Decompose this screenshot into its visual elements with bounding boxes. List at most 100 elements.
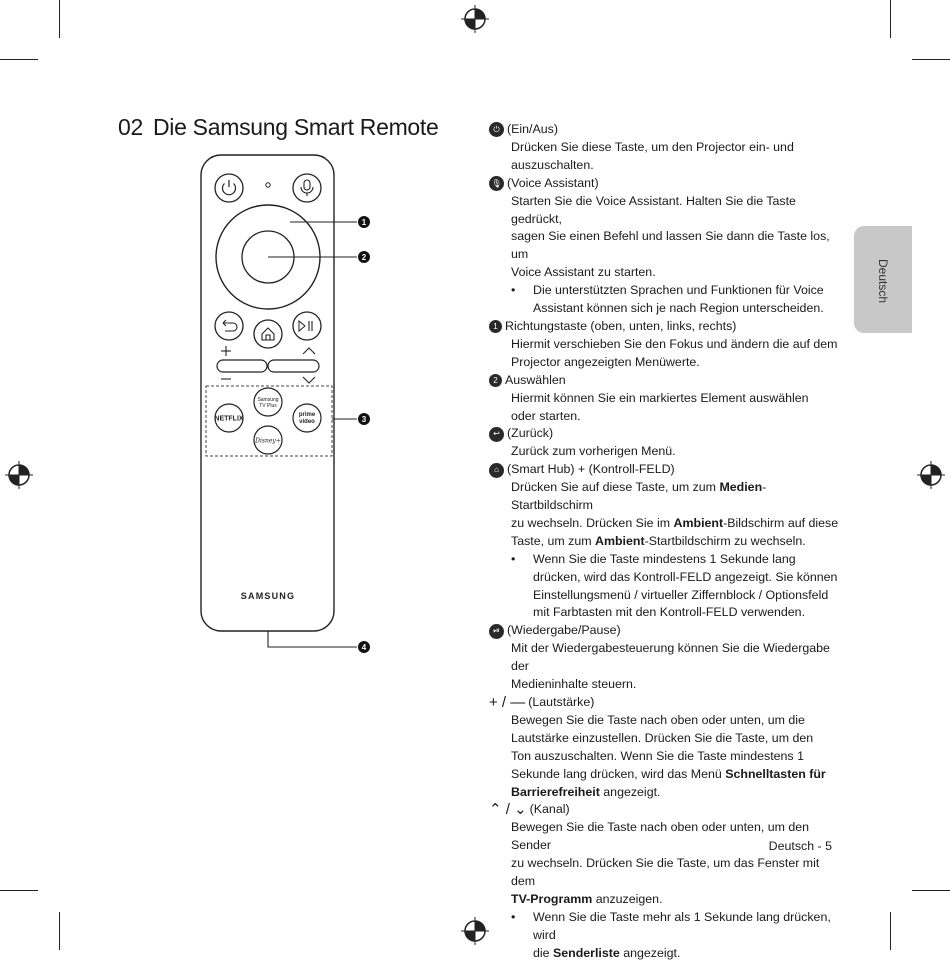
text-line: Bewegen Sie die Taste nach oben oder unt… <box>511 820 810 853</box>
registration-mark-icon <box>5 461 33 489</box>
text-line: Hiermit können Sie ein markiertes Elemen… <box>511 390 809 405</box>
item-volume: + / —(Lautstärke) Bewegen Sie die Taste … <box>489 694 839 801</box>
prime-video-label-2: video <box>299 419 315 425</box>
text-line: Projector angezeigten Menüwerte. <box>511 354 700 369</box>
netflix-label: NETFLIX <box>214 416 243 423</box>
item-power: ⏻(Ein/Aus) Drücken Sie diese Taste, um d… <box>489 121 839 175</box>
text-line: zu wechseln. Drücken Sie im Ambient-Bild… <box>511 515 839 533</box>
item-label: (Voice Assistant) <box>507 175 599 190</box>
text-span: -Startbildschirm zu wechseln. <box>644 533 806 548</box>
return-icon: ↩ <box>489 426 504 442</box>
bullet-note: • Wenn Sie die Taste mindestens 1 Sekund… <box>489 551 839 623</box>
text-line: oder starten. <box>511 408 581 423</box>
text-line: Drücken Sie diese Taste, um den Projecto… <box>511 139 794 154</box>
text-line: drücken, wird das Kontroll-FELD angezeig… <box>533 569 838 584</box>
text-span: Drücken Sie auf diese Taste, um zum <box>511 480 720 495</box>
channel-up-down-icon: ⌃ / ⌄ <box>489 801 527 819</box>
item-label: (Kanal) <box>529 802 570 817</box>
keyword: Schnelltasten für <box>725 766 826 781</box>
callout-2: 2 <box>362 253 367 262</box>
text-line: Drücken Sie auf diese Taste, um zum Medi… <box>511 479 839 515</box>
text-line: Voice Assistant zu starten. <box>511 265 656 280</box>
text-line: Barrierefreiheit angezeigt. <box>511 784 839 802</box>
text-line: Mit der Wiedergabesteuerung können Sie d… <box>511 641 830 674</box>
text-span: angezeigt. <box>599 784 661 799</box>
remote-power-button <box>214 173 244 203</box>
language-tab-label: Deutsch <box>876 259 890 304</box>
crop-mark <box>890 912 891 950</box>
registration-mark-icon <box>461 917 489 945</box>
remote-playpause-button <box>292 311 322 341</box>
item-description: Bewegen Sie die Taste nach oben oder unt… <box>489 712 839 802</box>
crop-mark <box>59 912 60 950</box>
text-line: mit Farbtasten mit den Kontroll-FELD ver… <box>533 605 806 620</box>
samsung-tv-plus-label-2: TV Plus <box>259 403 277 409</box>
item-label: (Ein/Aus) <box>507 122 558 136</box>
item-voice-assistant: 🎙(Voice Assistant) Starten Sie die Voice… <box>489 175 839 318</box>
page-footer: Deutsch - 5 <box>768 839 832 853</box>
remote-volume-rocker <box>216 359 268 373</box>
item-back: ↩(Zurück) Zurück zum vorherigen Menü. <box>489 425 839 461</box>
bullet-note: • Die unterstützten Sprachen und Funktio… <box>489 282 839 318</box>
item-play-pause: ⏯(Wiedergabe/Pause) Mit der Wiedergabest… <box>489 622 839 694</box>
text-span: zu wechseln. Drücken Sie im <box>511 515 674 530</box>
text-line: Wenn Sie die Taste mehr als 1 Sekunde la… <box>533 909 831 942</box>
callout-badge <box>358 641 370 653</box>
text-span: die <box>533 945 553 960</box>
section-title: Die Samsung Smart Remote <box>152 114 439 140</box>
remote-illustration: NETFLIX Samsung TV Plus prime video Disn… <box>195 150 380 660</box>
item-label: Auswählen <box>505 372 566 387</box>
item-label: (Smart Hub) + (Kontroll-FELD) <box>507 462 675 477</box>
play-pause-icon: ⏯ <box>489 623 504 639</box>
item-description: Starten Sie die Voice Assistant. Halten … <box>489 193 839 283</box>
item-label: Richtungstaste (oben, unten, links, rech… <box>505 318 737 333</box>
number-badge: 1 <box>489 320 502 334</box>
text-span: anzuzeigen. <box>592 891 663 906</box>
item-channel: ⌃ / ⌄(Kanal) Bewegen Sie die Taste nach … <box>489 801 839 962</box>
text-line: TV-Programm anzuzeigen. <box>511 891 839 909</box>
text-span: angezeigt. <box>619 945 681 960</box>
remote-brand-logo: SAMSUNG <box>241 591 295 601</box>
keyword: TV-Programm <box>511 891 593 906</box>
callout-3: 3 <box>362 415 367 424</box>
item-description: Hiermit können Sie ein markiertes Elemen… <box>489 390 839 426</box>
crop-mark <box>59 0 60 38</box>
registration-mark-icon <box>917 461 945 489</box>
crop-mark <box>0 59 38 60</box>
item-description: Drücken Sie auf diese Taste, um zum Medi… <box>489 479 839 551</box>
text-line: Lautstärke einzustellen. Drücken Sie die… <box>511 730 814 745</box>
remote-prime-video-button <box>292 403 322 433</box>
button-descriptions: ⏻(Ein/Aus) Drücken Sie diese Taste, um d… <box>489 121 839 963</box>
text-line: auszuschalten. <box>511 157 594 172</box>
callout-badge <box>358 216 370 228</box>
keyword: Barrierefreiheit <box>511 784 600 799</box>
number-badge: 2 <box>489 374 502 388</box>
remote-svg: NETFLIX Samsung TV Plus prime video Disn… <box>200 154 370 653</box>
bullet-note: • Wenn Sie die Taste mehr als 1 Sekunde … <box>489 909 839 963</box>
power-icon: ⏻ <box>489 122 504 138</box>
callout-badge <box>358 251 370 263</box>
text-line: Starten Sie die Voice Assistant. Halten … <box>511 193 796 226</box>
text-line: Die unterstützten Sprachen und Funktione… <box>533 283 824 298</box>
remote-voice-button <box>292 173 322 203</box>
text-line: Bewegen Sie die Taste nach oben oder unt… <box>511 712 805 727</box>
remote-app-buttons-area <box>205 385 333 457</box>
text-span: -Bildschirm auf diese <box>723 515 839 530</box>
text-line: Medieninhalte steuern. <box>511 677 637 692</box>
item-label: (Wiedergabe/Pause) <box>507 623 621 638</box>
text-line: Wenn Sie die Taste mindestens 1 Sekunde … <box>533 551 796 566</box>
text-line: sagen Sie einen Befehl und lassen Sie da… <box>511 229 830 262</box>
text-line: zu wechseln. Drücken Sie die Taste, um d… <box>511 856 820 889</box>
text-line: Assistant können sich je nach Region unt… <box>533 301 824 316</box>
callout-badge <box>358 413 370 425</box>
remote-mic-led <box>265 182 271 188</box>
keyword: Senderliste <box>552 945 620 960</box>
item-description: Hiermit verschieben Sie den Fokus und än… <box>489 336 839 372</box>
item-description: Drücken Sie diese Taste, um den Projecto… <box>489 139 839 175</box>
text-line: Zurück zum vorherigen Menü. <box>511 444 676 459</box>
volume-plus-minus-icon: + / — <box>489 694 526 711</box>
samsung-tv-plus-label-1: Samsung <box>257 397 278 403</box>
disney-label: Disney+ <box>254 438 281 445</box>
crop-mark <box>890 0 891 38</box>
